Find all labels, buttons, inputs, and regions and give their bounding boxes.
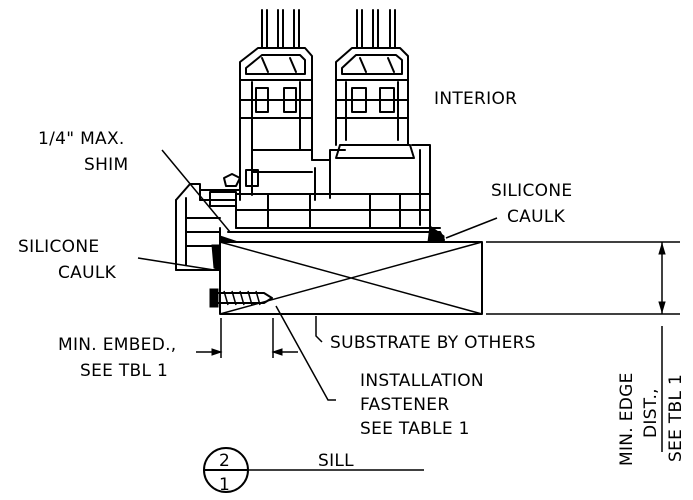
shim-label-line2: SHIM — [84, 155, 128, 175]
interior-label: INTERIOR — [434, 89, 517, 109]
edge-dist-label-line1: MIN. EDGE — [617, 372, 637, 466]
leader-lines — [137, 149, 498, 401]
detail-title: SILL — [318, 451, 354, 471]
caulk-right-label-line2: CAULK — [507, 207, 566, 227]
embed-label-line2: SEE TBL 1 — [80, 361, 168, 381]
detail-marker — [203, 447, 424, 493]
fastener-label-line2: FASTENER — [360, 395, 449, 415]
glass-panes — [261, 9, 396, 49]
outer-sash — [239, 47, 313, 201]
silicone-caulk-left-bead — [211, 244, 221, 271]
edge-dist-label-line2: DIST., — [641, 388, 661, 438]
fastener-label-line3: SEE TABLE 1 — [360, 419, 470, 439]
caulk-left-label-line2: CAULK — [58, 263, 117, 283]
detail-number: 2 — [219, 451, 230, 471]
edge-dist-label-line3: SEE TBL 1 — [666, 374, 686, 462]
dimension-lines — [196, 241, 680, 452]
shim-label-line1: 1/4" MAX. — [38, 129, 125, 149]
installation-fastener — [209, 288, 273, 308]
caulk-left-label-line1: SILICONE — [18, 237, 99, 257]
fastener-label-line1: INSTALLATION — [360, 371, 484, 391]
substrate-label: SUBSTRATE BY OTHERS — [330, 333, 536, 353]
sheet-number: 1 — [219, 475, 230, 495]
caulk-right-label-line1: SILICONE — [491, 181, 572, 201]
inner-sash — [335, 47, 415, 159]
embed-label-line1: MIN. EMBED., — [58, 335, 177, 355]
